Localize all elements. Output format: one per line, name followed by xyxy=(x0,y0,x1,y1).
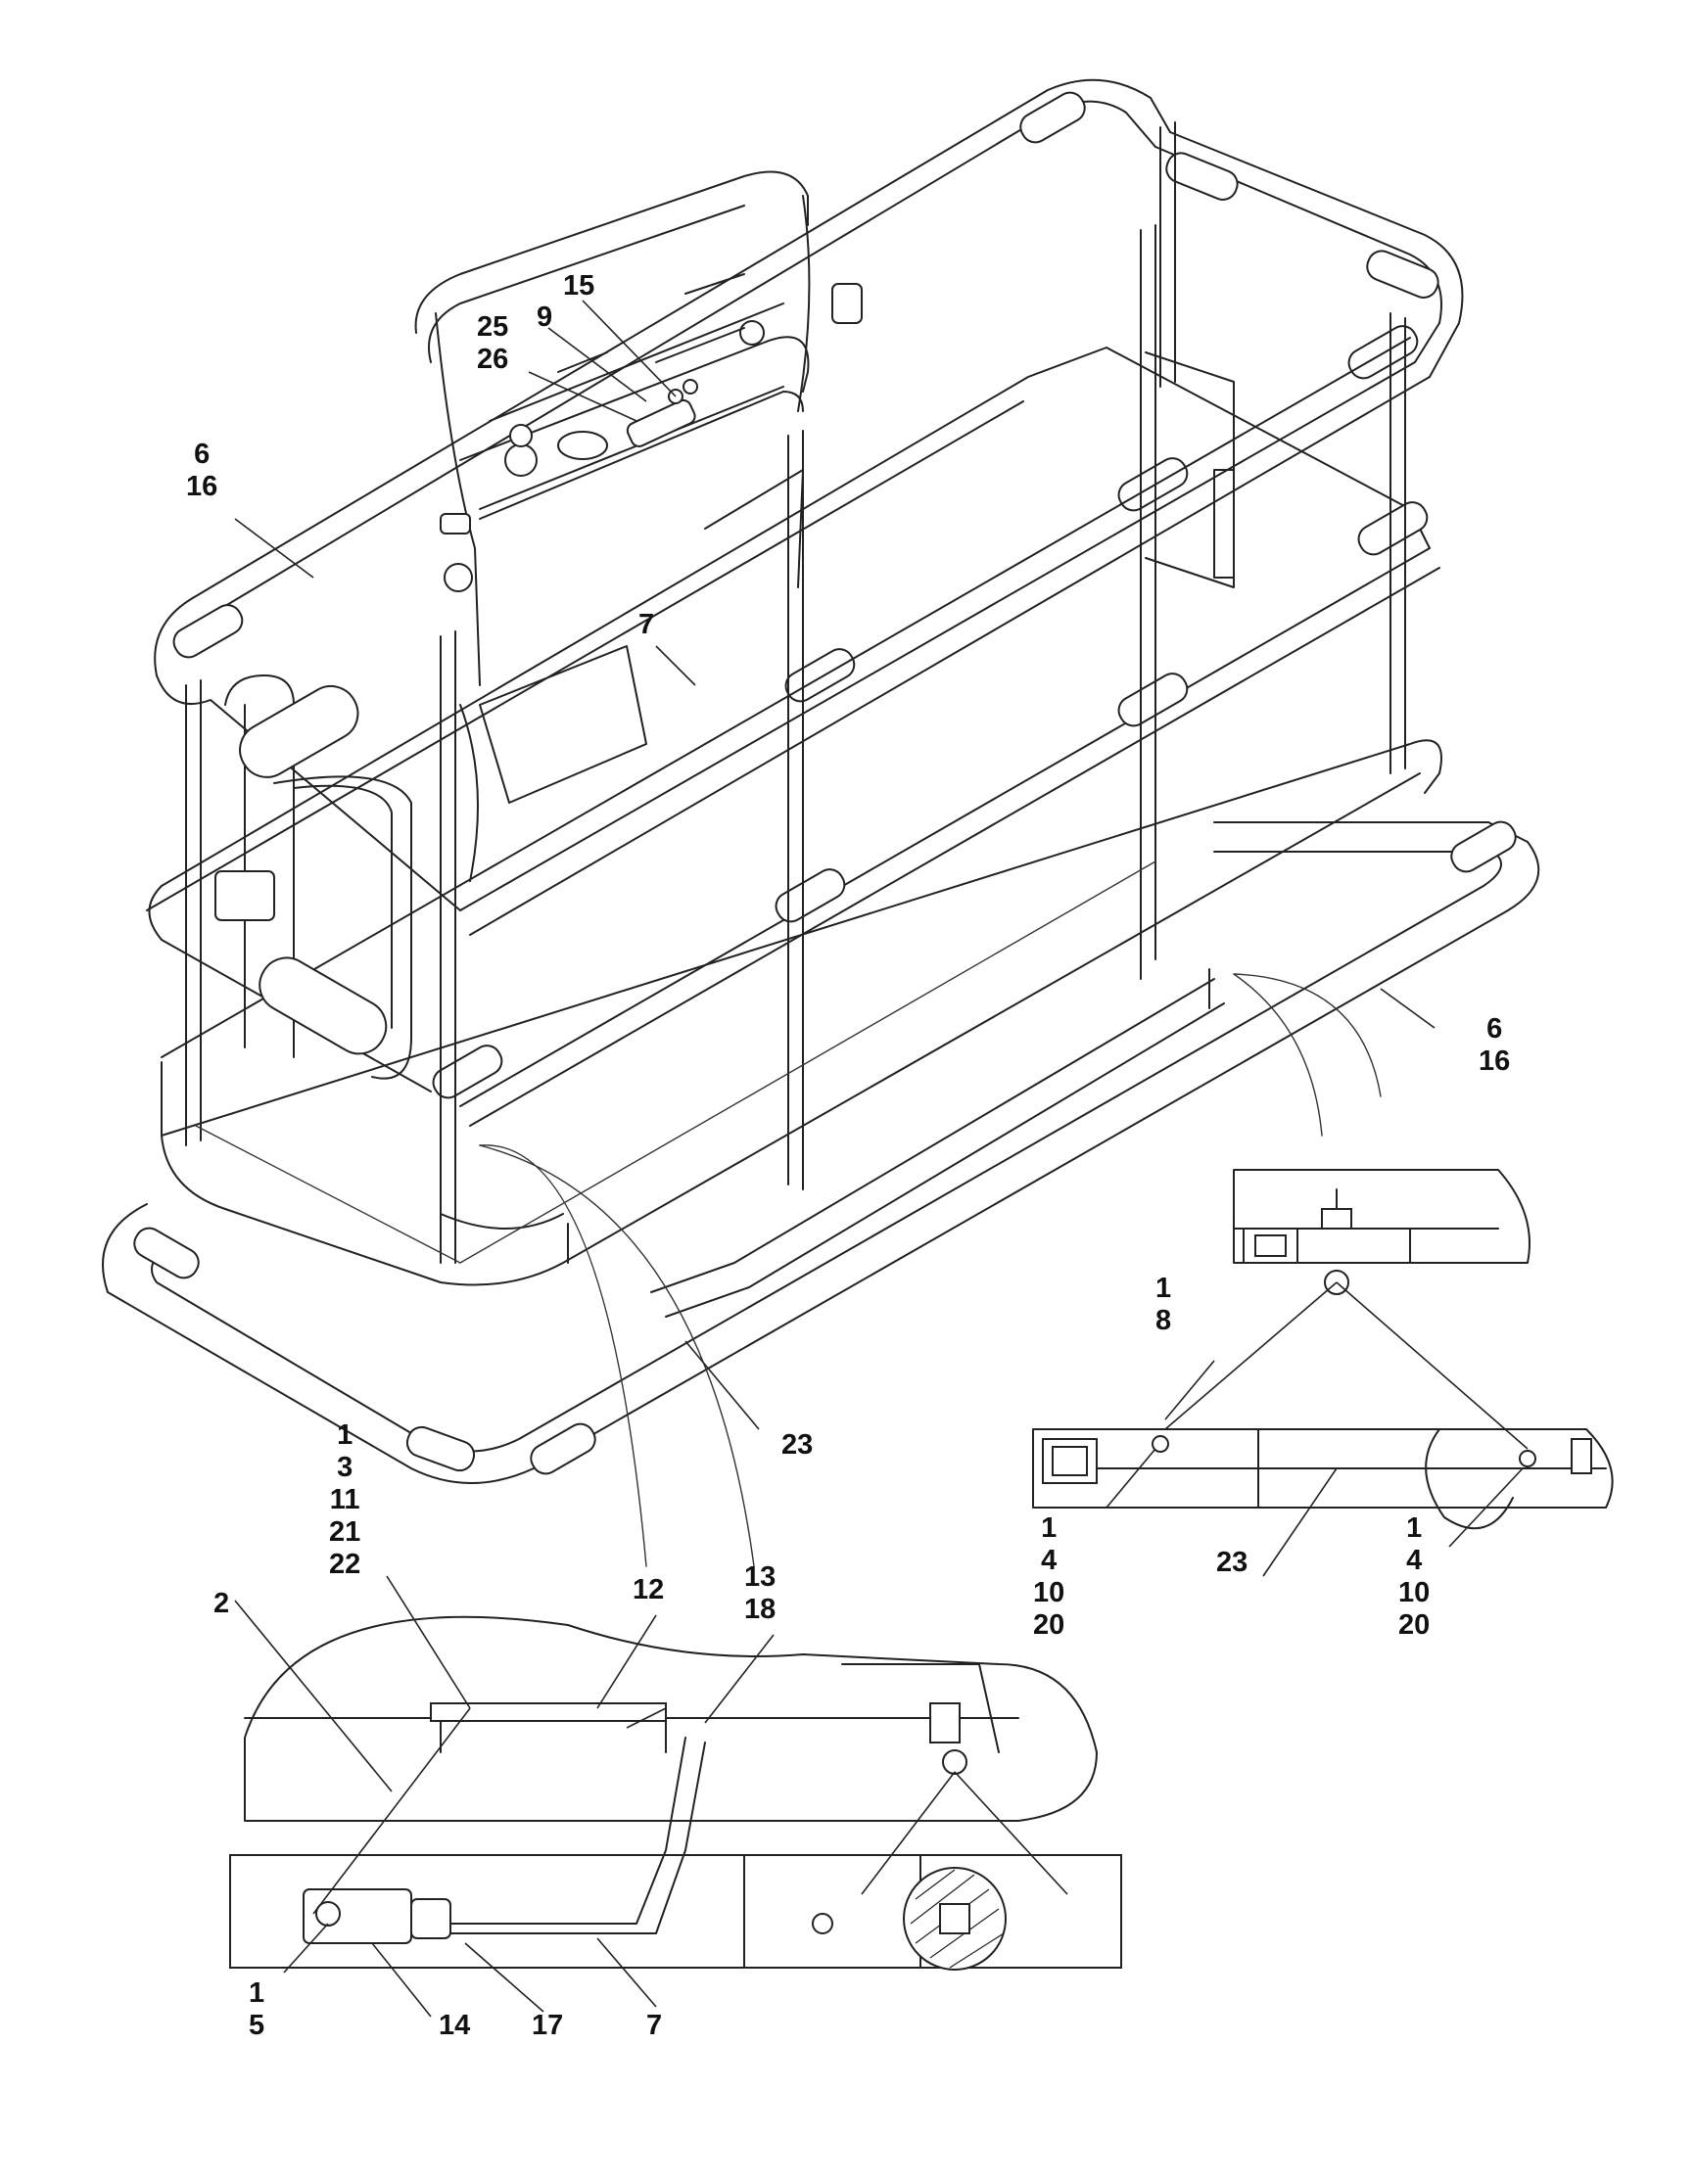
callout-12: 12 xyxy=(633,1574,665,1605)
control-console xyxy=(414,170,863,882)
callout-6-16-left: 6 16 xyxy=(186,439,218,502)
base-bumper-rail xyxy=(102,820,1540,1484)
callout-9: 9 xyxy=(537,302,553,333)
callout-23-main: 23 xyxy=(781,1429,814,1461)
callout-14: 14 xyxy=(439,2010,471,2041)
lifting-detail-view xyxy=(1032,1169,1614,1530)
callout-13-18: 13 18 xyxy=(744,1561,777,1625)
callout-15: 15 xyxy=(563,270,595,302)
callout-1-4-10-20-right: 1 4 10 20 xyxy=(1398,1512,1431,1641)
platform-basket xyxy=(102,78,1540,1567)
callout-25-26: 25 26 xyxy=(477,311,509,375)
callout-1-4-10-20-left: 1 4 10 20 xyxy=(1033,1512,1065,1641)
callout-1-8: 1 8 xyxy=(1155,1273,1172,1336)
cable-routing-detail-view xyxy=(229,1615,1122,1971)
callout-1-5: 1 5 xyxy=(249,1977,265,2041)
callout-6-16-right: 6 16 xyxy=(1479,1013,1511,1077)
vertical-posts xyxy=(185,121,1406,1264)
callout-1-3-11-21-22: 1 3 11 21 22 xyxy=(329,1419,361,1580)
callout-7-top: 7 xyxy=(638,609,655,640)
callout-17: 17 xyxy=(532,2010,564,2041)
top-guard-rail xyxy=(154,78,1464,936)
callout-23-detail: 23 xyxy=(1216,1547,1248,1578)
callout-2: 2 xyxy=(213,1588,230,1619)
gate-and-plates xyxy=(214,351,1235,1080)
callout-leaders xyxy=(234,300,1524,2018)
detail-leader-arcs xyxy=(479,973,1382,1567)
basket-floor-toeboard xyxy=(161,337,1442,1286)
callout-7-bottom: 7 xyxy=(646,2010,663,2041)
